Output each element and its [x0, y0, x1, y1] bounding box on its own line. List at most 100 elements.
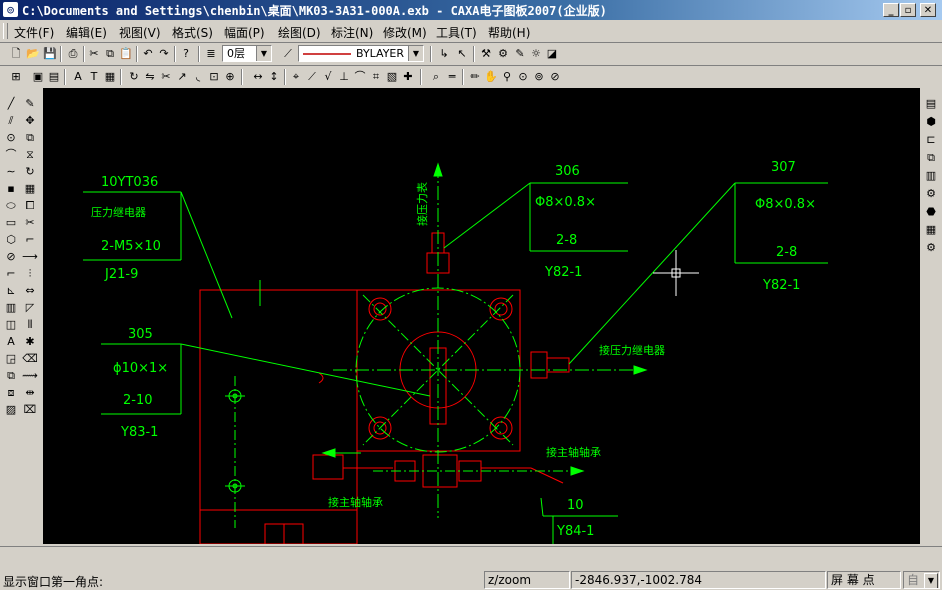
restore-button[interactable]: ▫ [900, 3, 916, 17]
rotate-icon[interactable]: ↻ [129, 70, 139, 83]
drawing-view-icon[interactable]: ▥ [925, 169, 937, 182]
style-icon[interactable]: ◪ [546, 47, 558, 60]
trim-side-icon[interactable]: ✂ [25, 216, 35, 229]
parts-list-icon[interactable]: ▤ [48, 70, 60, 83]
view-iso-icon[interactable]: ⬢ [926, 115, 936, 128]
align-icon[interactable]: ⇹ [25, 386, 35, 399]
menu-dimension[interactable]: 标注(N) [331, 26, 374, 40]
hatch-side-icon[interactable]: ▥ [5, 301, 17, 314]
gear-icon[interactable]: ⚙ [926, 241, 936, 254]
library-icon[interactable]: ⧉ [7, 369, 15, 382]
menu-tools[interactable]: 工具(T) [436, 26, 477, 40]
bearing-icon[interactable]: ▦ [925, 223, 937, 236]
drawing-svg[interactable]: 10YT036 压力继电器 2-M5×10 J21-9 305 ϕ10×1× 2… [43, 88, 920, 545]
array-icon[interactable]: ⊕ [225, 70, 235, 83]
cut-icon[interactable]: ✂ [89, 47, 99, 60]
trim-icon[interactable]: ✂ [161, 70, 171, 83]
dimension-vertical-icon[interactable]: ↕ [269, 70, 279, 83]
hatch-edit-icon[interactable]: ⟿ [22, 369, 38, 382]
drawing-canvas[interactable]: 10YT036 压力继电器 2-M5×10 J21-9 305 ϕ10×1× 2… [43, 88, 920, 545]
nut-icon[interactable]: ⬣ [926, 205, 936, 218]
open-file-icon[interactable]: 📂 [26, 47, 40, 60]
fill-icon[interactable]: ◫ [5, 318, 17, 331]
roughness-icon[interactable]: √ [324, 70, 332, 83]
zoom-previous-icon[interactable]: ⊘ [550, 70, 560, 83]
pencil-icon[interactable]: ✏ [470, 70, 480, 83]
array-side-icon[interactable]: ▦ [24, 182, 36, 195]
redo-icon[interactable]: ↷ [159, 47, 169, 60]
print-icon[interactable]: ⎙ [68, 47, 78, 60]
center-mark-icon[interactable]: ✚ [403, 70, 413, 83]
arc-icon[interactable]: ⌒ [5, 148, 17, 161]
linetype-icon[interactable]: ⟋ [284, 47, 292, 60]
zoom-realtime-icon[interactable]: ⚲ [502, 70, 512, 83]
menu-format[interactable]: 格式(S) [172, 26, 213, 40]
datum-icon[interactable]: ⊥ [339, 70, 349, 83]
circle-icon[interactable]: ⊙ [6, 131, 16, 144]
edit-icon[interactable]: ✎ [25, 97, 35, 110]
explode-icon[interactable]: ✱ [25, 335, 35, 348]
spline-icon[interactable]: ∼ [6, 165, 16, 178]
chamfer-icon[interactable]: ◸ [25, 301, 35, 314]
polygon-icon[interactable]: ⬡ [6, 233, 16, 246]
command-line-area[interactable] [0, 546, 942, 571]
copy-icon[interactable]: ⧉ [106, 47, 114, 60]
zoom-window-icon[interactable]: ⊙ [518, 70, 528, 83]
move-icon[interactable]: ✥ [25, 114, 35, 127]
scale-icon[interactable]: ⊡ [209, 70, 219, 83]
fillet-icon[interactable]: ◟ [195, 70, 201, 83]
measure-icon[interactable]: ═ [448, 70, 456, 83]
insert-icon[interactable]: ⧈ [7, 386, 15, 399]
centerline-icon[interactable]: ⊘ [6, 250, 16, 263]
weld-icon[interactable]: ⌒ [354, 70, 366, 83]
image-icon[interactable]: ▨ [5, 403, 17, 416]
polyline-icon[interactable]: ⌐ [6, 267, 16, 280]
mirror-side-icon[interactable]: ⧖ [26, 148, 34, 161]
block-icon[interactable]: ◲ [5, 352, 17, 365]
menu-grip[interactable] [3, 23, 8, 39]
menu-draw[interactable]: 绘图(D) [278, 26, 321, 40]
menu-help[interactable]: 帮助(H) [488, 26, 531, 40]
menu-view[interactable]: 视图(V) [119, 26, 161, 40]
tolerance-icon[interactable]: ⌖ [292, 70, 300, 83]
parallel-line-icon[interactable]: ⫽ [8, 114, 14, 127]
stretch-icon[interactable]: ⇔ [25, 284, 35, 297]
snap-icon[interactable]: ↳ [439, 47, 449, 60]
leader-icon[interactable]: ⟋ [308, 70, 316, 83]
pan-icon[interactable]: ✋ [484, 70, 498, 83]
layer-manager-icon[interactable]: ≣ [206, 47, 216, 60]
chevron-down-icon[interactable]: ▼ [256, 46, 271, 61]
section-icon[interactable]: ⊏ [926, 133, 936, 146]
chevron-down-icon[interactable]: ▼ [924, 573, 938, 588]
minimize-button[interactable]: _ [883, 3, 899, 17]
save-icon[interactable]: 💾 [43, 47, 57, 60]
offset-icon[interactable]: ⫴ [27, 318, 33, 331]
brush-icon[interactable]: ✎ [515, 47, 525, 60]
fillet-side-icon[interactable]: ⌐ [25, 233, 35, 246]
query-icon[interactable]: ⌕ [432, 70, 440, 83]
match-icon[interactable]: ⚙ [498, 47, 508, 60]
undo-icon[interactable]: ↶ [143, 47, 153, 60]
break-icon[interactable]: ⫶ [28, 267, 32, 280]
point-icon[interactable]: ▪ [7, 182, 15, 195]
status-mode-select[interactable]: 自 ▼ [903, 571, 940, 589]
zoom-all-icon[interactable]: ⊚ [534, 70, 544, 83]
title-block-icon[interactable]: ▣ [32, 70, 44, 83]
paste-icon[interactable]: 📋 [119, 47, 133, 60]
app-icon[interactable]: ◎ [3, 2, 18, 17]
menu-edit[interactable]: 编辑(E) [66, 26, 107, 40]
close-button[interactable]: ✕ [920, 3, 936, 17]
rotate-side-icon[interactable]: ↻ [25, 165, 35, 178]
chevron-down-icon[interactable]: ▼ [408, 46, 423, 61]
status-snap-mode[interactable]: 屏 幕 点 [827, 571, 901, 589]
mirror-icon[interactable]: ⇋ [145, 70, 155, 83]
property-icon[interactable]: ⚒ [481, 47, 491, 60]
hatch-icon[interactable]: ▧ [386, 70, 398, 83]
ellipse-icon[interactable]: ⬭ [6, 199, 16, 212]
line-icon[interactable]: ╱ [7, 97, 15, 110]
scale-side-icon[interactable]: ⧠ [25, 199, 35, 212]
detail-view-icon[interactable]: ⧉ [927, 151, 935, 164]
equidistant-icon[interactable]: ⊾ [6, 284, 16, 297]
view-front-icon[interactable]: ▤ [925, 97, 937, 110]
text-style-icon[interactable]: A [74, 70, 82, 83]
